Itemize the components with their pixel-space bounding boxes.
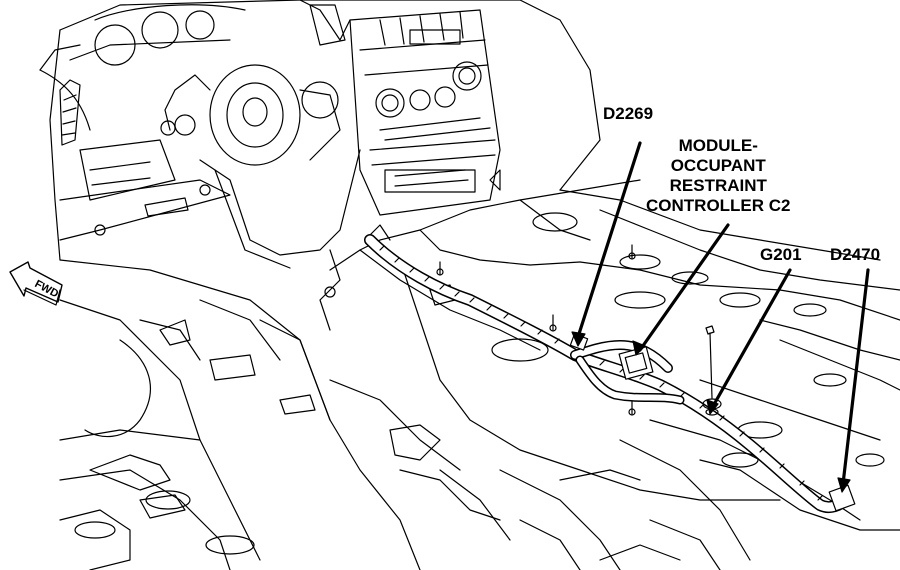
label-d2269: D2269	[603, 104, 654, 123]
leader-d2269	[576, 141, 642, 339]
floor-pan	[59, 179, 900, 570]
wiring-harness	[364, 234, 856, 514]
label-g201: G201	[760, 245, 802, 264]
label-d2470: D2470	[830, 245, 881, 264]
leader-module	[638, 223, 730, 352]
fwd-arrow-icon	[9, 261, 63, 306]
label-module-occupant-restraint-controller-c2: MODULE- OCCUPANT RESTRAINT CONTROLLER C2	[646, 136, 791, 215]
leader-g201	[710, 268, 792, 410]
leader-lines	[576, 141, 870, 486]
leader-d2470	[841, 268, 870, 486]
instrument-panel	[39, 0, 601, 269]
